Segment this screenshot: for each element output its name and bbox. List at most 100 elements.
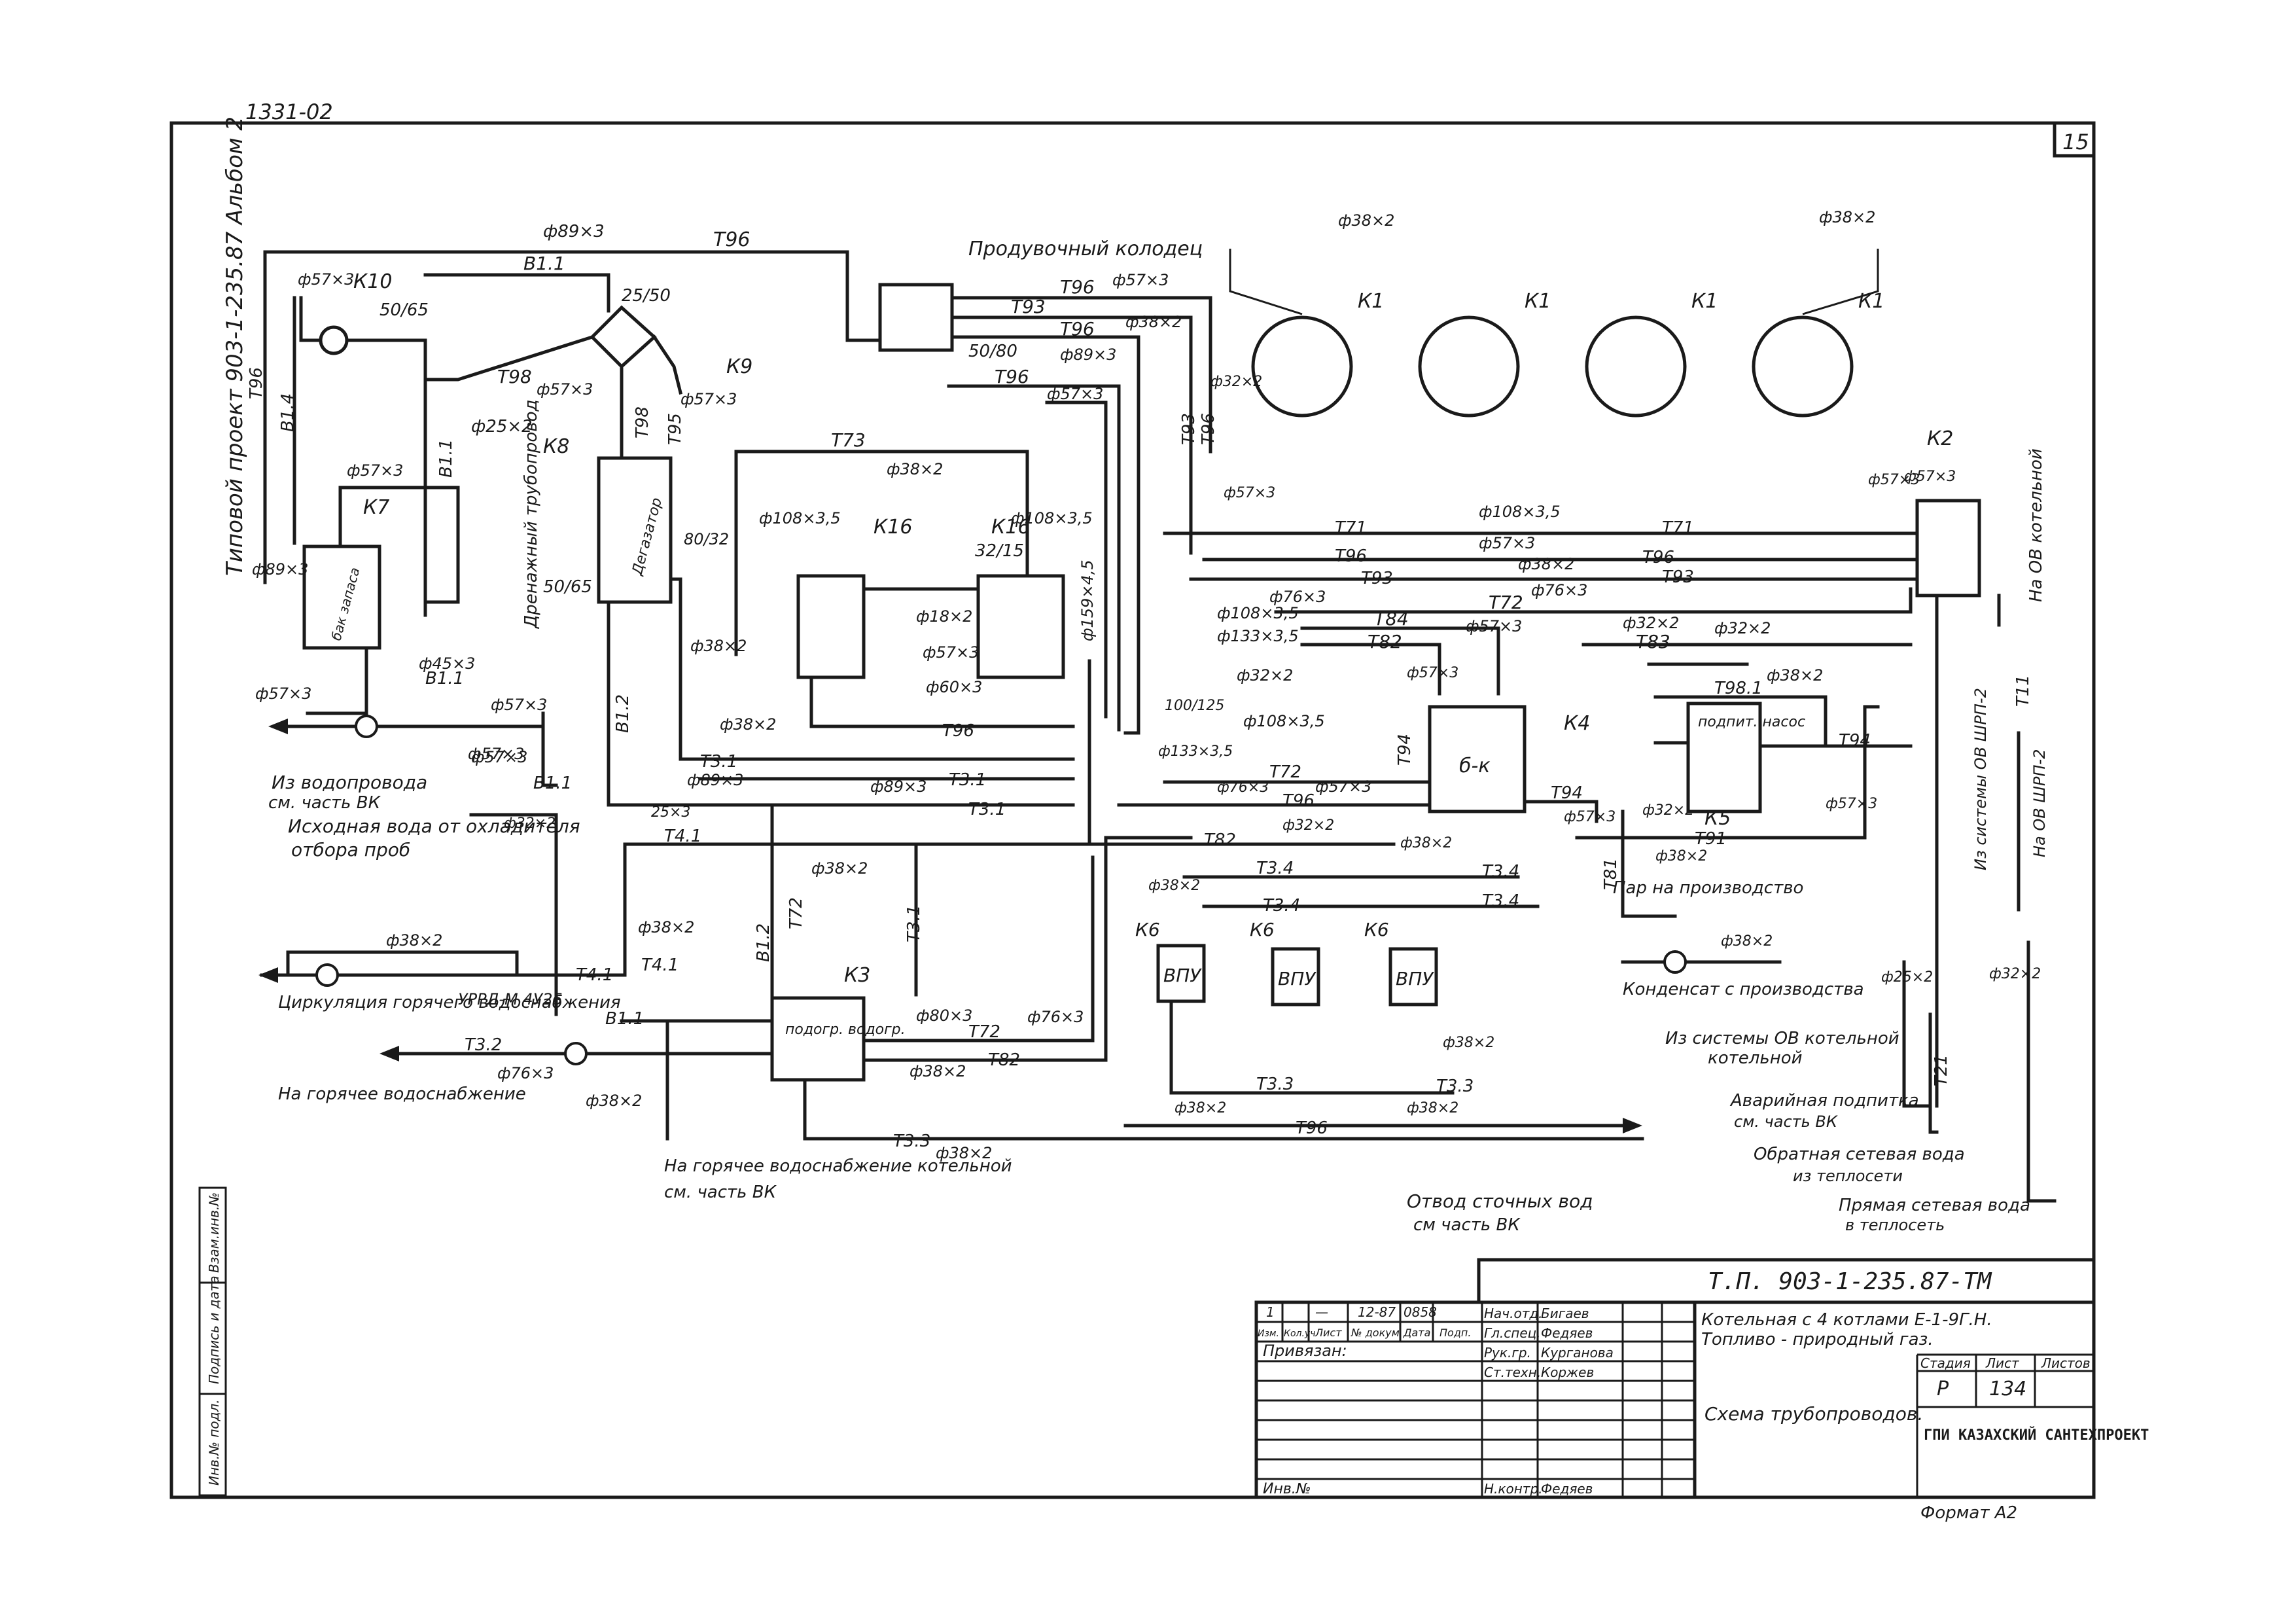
- lbl-d38-t31: ф38×2: [720, 715, 776, 734]
- lbl-d38-circ: ф38×2: [386, 931, 442, 950]
- outer-frame: [169, 121, 2096, 1499]
- k7-tank: [302, 544, 381, 650]
- lbl-d57-k9: ф57×3: [680, 390, 737, 408]
- lbl-emerg-feed: Аварийная подпитка: [1729, 1091, 1919, 1111]
- k5-pump: [1686, 702, 1762, 813]
- lbl-ov-system: Из системы ОВ котельной: [1665, 1029, 1899, 1048]
- lbl-d80-k3: ф80×3: [916, 1006, 972, 1025]
- lbl-d89-k16b: ф89×3: [870, 777, 927, 796]
- boiler-k1-1: [1251, 315, 1353, 418]
- pipe-k3-t72: [862, 855, 1095, 1042]
- vent-k1-1: [1229, 249, 1303, 315]
- lbl-b11-bottom: В1.1: [605, 1009, 644, 1029]
- k10-ejector: [319, 325, 349, 355]
- lbl-d38-cond: ф38×2: [1721, 933, 1773, 950]
- lbl-d38-t41b: ф38×2: [811, 859, 868, 878]
- lbl-k6-3: К6: [1364, 919, 1389, 940]
- lbl-k5: К5: [1704, 807, 1731, 830]
- tb-role-1: Нач.отд.: [1484, 1306, 1543, 1321]
- lbl-d38-b: ф38×2: [1518, 555, 1574, 573]
- lbl-d57-t91: ф57×3: [1826, 796, 1877, 812]
- lbl-b12-k3: В1.2: [754, 923, 773, 962]
- boiler-k1-4: [1752, 315, 1854, 418]
- lbl-vpu-3: ВПУ: [1396, 968, 1434, 989]
- lbl-d38-t91: ф38×2: [1655, 848, 1707, 864]
- lbl-d57-t84: ф57×3: [1466, 617, 1522, 635]
- lbl-t82: Т82: [1368, 631, 1402, 652]
- lbl-t96-drain: Т96: [1296, 1118, 1328, 1138]
- lbl-t71: Т71: [1335, 518, 1367, 538]
- lbl-d57-k10: ф57×3: [298, 270, 354, 289]
- lbl-k8: К8: [543, 435, 569, 458]
- lbl-t96-c: Т96: [1642, 548, 1674, 567]
- pipe-k7-top: [338, 486, 460, 604]
- lbl-direct-water: Прямая сетевая вода: [1839, 1196, 2030, 1215]
- lbl-d38-t31c: ф38×2: [690, 637, 747, 655]
- lbl-d57-supply: ф57×3: [255, 685, 311, 703]
- lbl-d57-t98: ф57×3: [537, 380, 593, 399]
- boiler-k1-3: [1585, 315, 1687, 418]
- pipe-t98: [423, 334, 595, 382]
- lbl-to-ov-shrp2: На ОВ ШРП-2: [2030, 749, 2049, 857]
- lbl-d89-blow: ф89×3: [1060, 346, 1116, 364]
- hot-circ-arrow: [258, 967, 278, 983]
- lbl-urrd: УРРД-М 4У25: [458, 990, 563, 1008]
- pipe-filter-bottom: [809, 675, 1075, 728]
- tb-object-2: Топливо - природный газ.: [1701, 1330, 1934, 1349]
- lbl-d38-k1r: ф38×2: [1819, 208, 1875, 226]
- pipe-t91: [1575, 705, 1880, 840]
- lbl-k6-1: К6: [1135, 919, 1160, 940]
- tb-role-5: Н.контр.: [1484, 1481, 1543, 1497]
- tb-role-3: Рук.гр.: [1484, 1345, 1531, 1361]
- pipe-t41: [623, 659, 1091, 846]
- lbl-k3-text: подогр. водогр.: [785, 1022, 906, 1038]
- lbl-t96-b: Т96: [1335, 546, 1367, 566]
- lbl-t31-b: Т3.1: [949, 770, 986, 790]
- hot-supply-meter: [564, 1042, 588, 1065]
- title-block: [1254, 1258, 2096, 1499]
- lbl-d45: ф45×3: [419, 654, 475, 673]
- lbl-d57-b: ф57×3: [1479, 534, 1535, 552]
- pipe-t72: [1274, 587, 1913, 614]
- pipe-return-water: [1902, 960, 1932, 1108]
- lbl-d32-t94: ф32×2: [1642, 802, 1694, 819]
- k9-cooler: [590, 305, 657, 369]
- lbl-d76-k4: ф76×3: [1217, 779, 1269, 796]
- pipe-t96-top: [263, 250, 885, 342]
- pipe-t84: [1300, 626, 1500, 696]
- pipe-ov-system: [1928, 1012, 1939, 1134]
- k8-deaerator: [597, 456, 673, 604]
- lbl-t34-d: Т3.4: [1482, 862, 1519, 882]
- tb-role-4: Ст.техн.: [1484, 1364, 1541, 1380]
- lbl-t84: Т84: [1374, 608, 1409, 630]
- lbl-k2: К2: [1927, 427, 1953, 450]
- lbl-k1-b: К1: [1525, 290, 1551, 313]
- k2-heater: [1915, 499, 1981, 597]
- tb-sheets-h: Листов: [2041, 1355, 2091, 1371]
- lbl-hot-supply: На горячее водоснабжение: [278, 1084, 526, 1104]
- side-cell-3: Взам.инв.№: [206, 1192, 222, 1273]
- lbl-t93-b: Т93: [1361, 569, 1393, 588]
- lbl-k1-c: К1: [1691, 290, 1718, 313]
- lbl-d32-t84: ф32×2: [1623, 614, 1679, 632]
- pipe-k10-right: [345, 338, 427, 617]
- blow-well: [878, 283, 954, 352]
- lbl-d57-k2: ф57×3: [1868, 472, 1920, 488]
- lbl-hot-vk: На горячее водоснабжение котельной: [664, 1156, 1012, 1176]
- lbl-t981: Т98.1: [1714, 679, 1763, 698]
- lbl-d38-vpu: ф38×2: [1148, 878, 1200, 894]
- lbl-d57-k16: ф57×3: [923, 643, 979, 662]
- lbl-v100125: 100/125: [1165, 698, 1224, 714]
- lbl-k9: К9: [726, 355, 752, 378]
- lbl-d38-k3: ф38×2: [910, 1062, 966, 1080]
- lbl-d76-t72b: ф76×3: [1269, 588, 1326, 606]
- lbl-v5080: 50/80: [968, 342, 1017, 361]
- tb-name-2: Федяев: [1541, 1325, 1593, 1341]
- lbl-d89-t31: ф89×3: [687, 771, 743, 789]
- lbl-t96-k4: Т96: [1282, 791, 1315, 811]
- lbl-to-ov: На ОВ котельной: [2026, 448, 2046, 602]
- lbl-b14: В1.4: [278, 393, 298, 432]
- lbl-d57-k4: ф57×3: [1315, 777, 1371, 796]
- tb-head-3: Лист: [1315, 1327, 1342, 1339]
- lbl-t72-k3: Т72: [968, 1022, 1000, 1042]
